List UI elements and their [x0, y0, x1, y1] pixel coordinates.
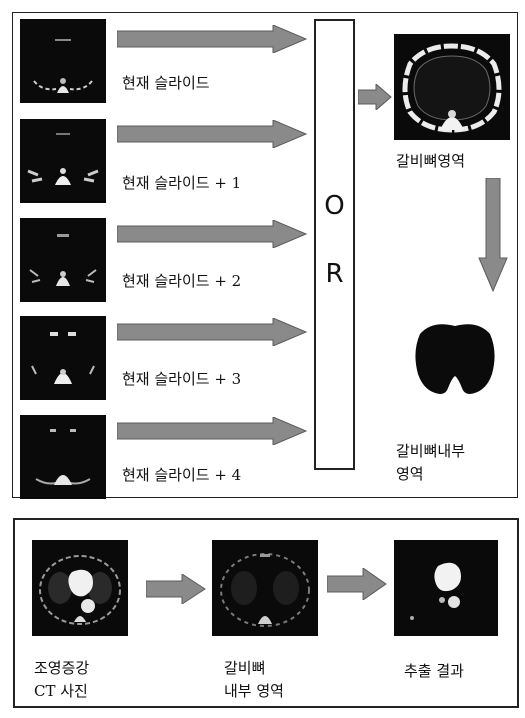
arrow-rib-region-to-interior — [478, 178, 508, 292]
arrow-slice-0 — [117, 25, 307, 53]
or-letter-r: R — [316, 259, 353, 289]
contrast-ct-label-line2: CT 사진 — [34, 680, 88, 702]
rib-interior-image — [412, 318, 498, 404]
interior-region-label-line2: 내부 영역 — [224, 680, 284, 702]
slice-1-label: 현재 슬라이드 + 1 — [122, 172, 241, 194]
slice-0-label: 현재 슬라이드 — [122, 72, 210, 94]
arrow-slice-2 — [117, 220, 307, 248]
slice-3-label: 현재 슬라이드 + 3 — [122, 368, 241, 390]
arrow-slice-3 — [117, 318, 307, 346]
extraction-result-label: 추출 결과 — [404, 660, 464, 682]
slice-2-label: 현재 슬라이드 + 2 — [122, 270, 241, 292]
slice-3-image — [20, 316, 106, 400]
slice-4-label: 현재 슬라이드 + 4 — [122, 464, 241, 486]
rib-region-image — [394, 34, 510, 140]
rib-interior-label-line2: 영역 — [396, 463, 424, 485]
rib-interior-label-line1: 갈비뼈내부 — [396, 440, 465, 462]
or-letter-o: O — [316, 191, 353, 221]
interior-region-image — [212, 540, 318, 636]
arrow-ct-to-interior — [146, 574, 206, 604]
extraction-result-image — [394, 540, 498, 636]
arrow-interior-to-result — [327, 568, 387, 600]
or-operator-box: O R — [314, 19, 355, 470]
slice-0-image — [20, 19, 106, 103]
arrow-or-to-rib-region — [358, 84, 392, 110]
slice-4-image — [20, 415, 106, 499]
rib-region-label: 갈비뼈영역 — [396, 150, 465, 172]
slice-2-image — [20, 218, 106, 302]
arrow-slice-4 — [117, 417, 307, 445]
contrast-ct-image — [32, 540, 128, 636]
contrast-ct-label-line1: 조영증강 — [34, 657, 89, 679]
arrow-slice-1 — [117, 120, 307, 148]
slice-1-image — [20, 119, 106, 203]
interior-region-label-line1: 갈비뼈 — [224, 657, 265, 679]
